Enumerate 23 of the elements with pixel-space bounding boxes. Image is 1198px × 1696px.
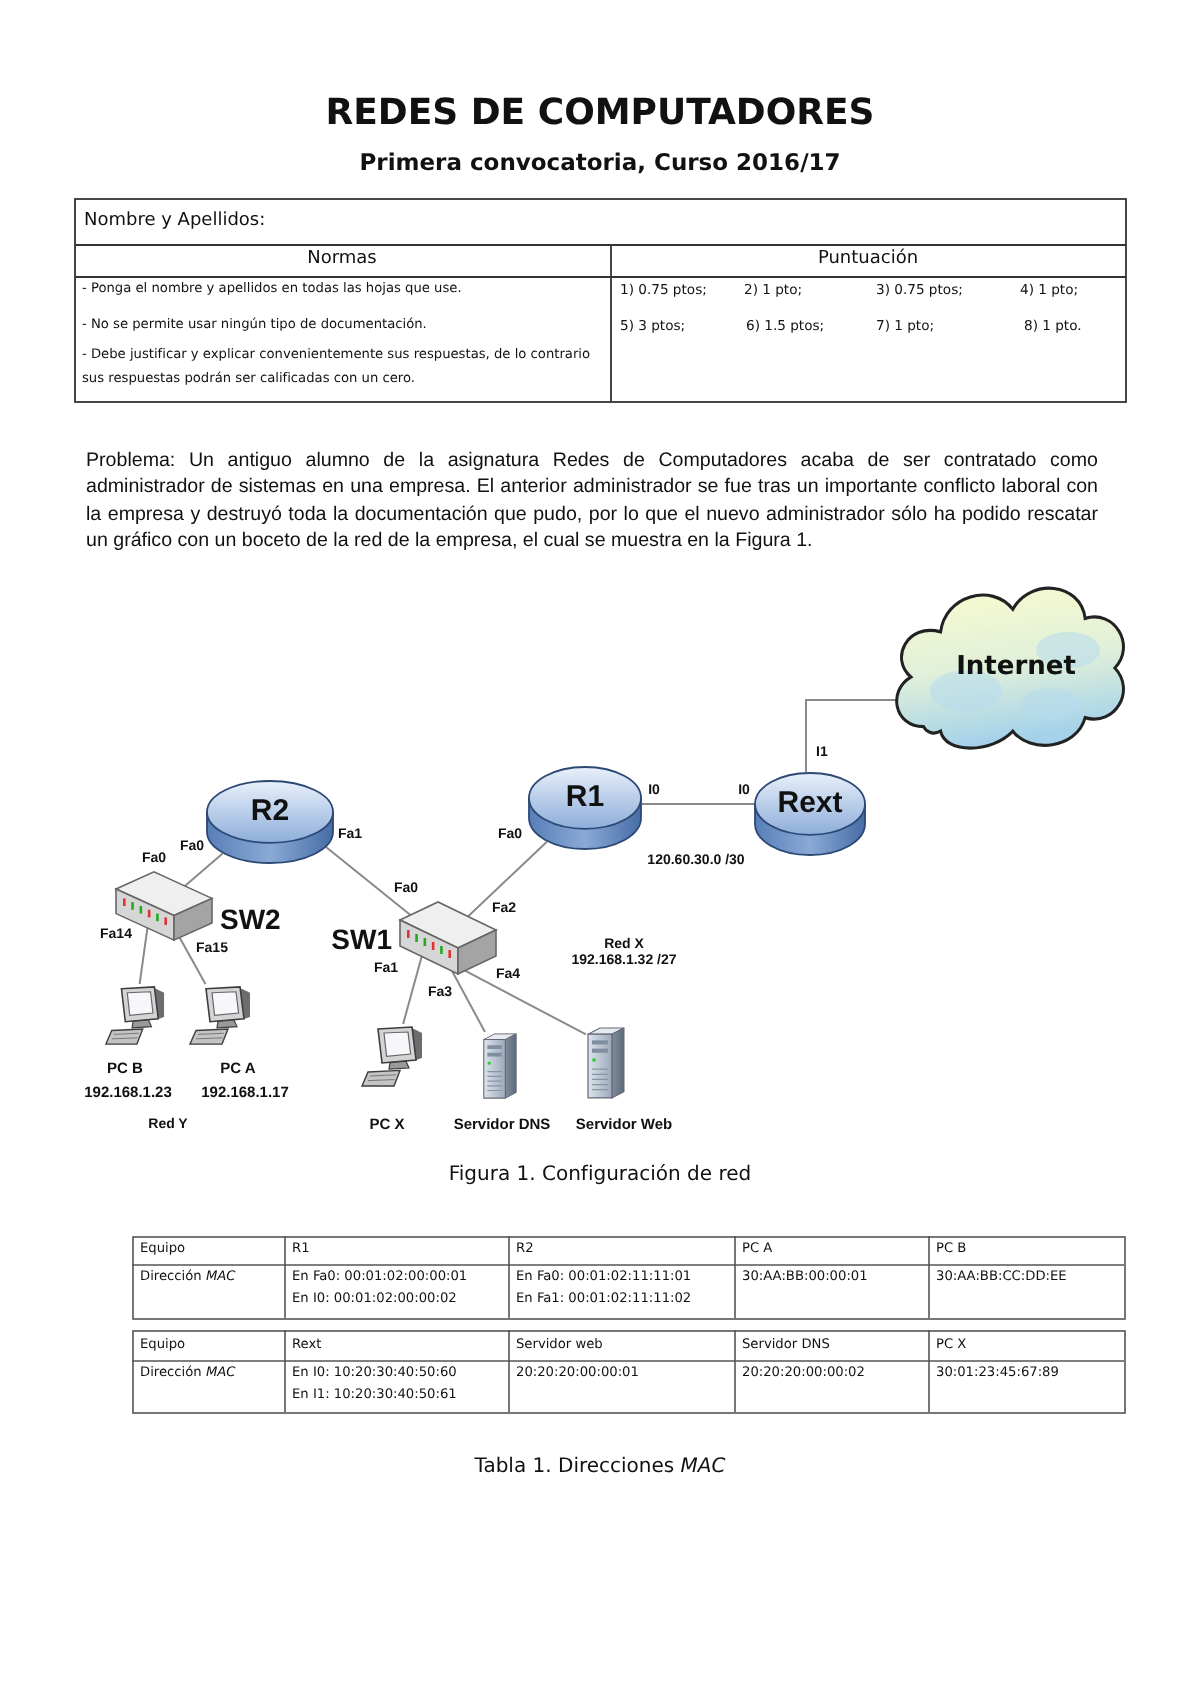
network-link [178,936,207,985]
switch-name: SW1 [331,923,392,957]
problem-statement: Problema: Un antiguo alumno de la asignatura Redes de Computadores acaba de ser contratado como administrador de sistemas en una empresa. El anterior administrador se fue tras un importante conflicto laboral con la empresa y destruyó toda la documentación que pudo, por lo que el nuevo administrador sólo ha podido rescatar un gráfico con un boceto de la red de la empresa, el cual se muestra en la Figura 1. [86,448,1098,556]
network-link [138,926,149,985]
router-name: R1 [565,780,605,816]
network-link [402,955,423,1025]
network-link [805,699,897,774]
network-link [451,970,486,1033]
column-header: Normas [307,249,377,271]
table-caption: Tabla 1. Direcciones MAC [474,1456,726,1480]
cloud-label: Internet [956,652,1076,684]
figure-caption: Figura 1. Configuración de red [448,1164,752,1188]
network-link [467,840,548,918]
switch-name: SW2 [220,903,281,937]
router-name: R2 [250,794,290,830]
network-link [641,803,755,805]
page-title: REDES DE COMPUTADORES [325,92,875,136]
router-name: Rext [777,786,843,822]
form-field-label: Nombre y Apellidos: [84,210,266,232]
network-link [183,852,224,887]
network-link [325,846,412,917]
column-header: Puntuación [817,249,919,271]
subtitle: Primera convocatoria, Curso 2016/17 [359,150,841,178]
